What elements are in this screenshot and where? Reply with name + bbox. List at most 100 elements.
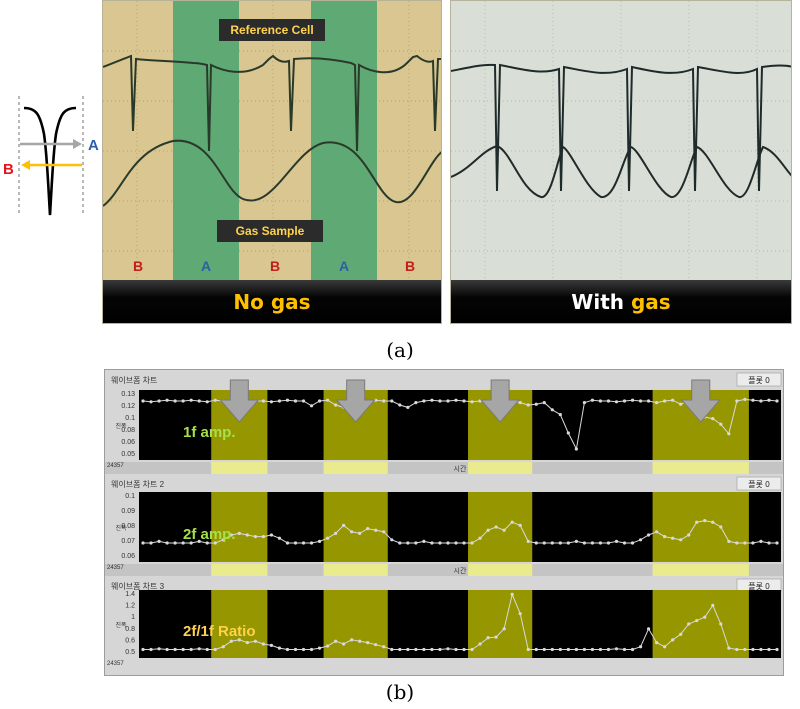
chart-title: 웨이브폼 차트 3: [111, 581, 165, 591]
separator-highlight: [211, 564, 268, 576]
data-point: [574, 447, 578, 451]
data-point: [719, 622, 723, 626]
data-point: [213, 541, 217, 545]
chart-separator: [105, 462, 783, 474]
reference-trace: [451, 63, 791, 192]
data-point: [759, 539, 763, 543]
down-arrow-icon: [335, 379, 376, 423]
data-point: [277, 536, 282, 540]
data-point: [374, 398, 378, 402]
separator-highlight: [323, 564, 388, 576]
data-point: [446, 399, 450, 403]
data-point: [719, 422, 723, 426]
data-point: [285, 398, 290, 402]
data-point: [622, 399, 627, 403]
data-point: [622, 647, 627, 652]
data-point: [663, 399, 667, 403]
data-point: [566, 431, 570, 435]
x-axis-label: 시간: [454, 464, 467, 473]
data-point: [462, 399, 466, 403]
data-point: [663, 535, 667, 539]
data-point: [309, 541, 314, 545]
band-label: A: [339, 258, 349, 274]
data-point: [374, 643, 378, 647]
y-tick-label: 1.2: [125, 603, 135, 610]
separator-highlight: [468, 462, 533, 474]
data-point: [646, 627, 651, 631]
y-tick-label: 0.1: [125, 493, 135, 500]
data-point: [614, 539, 619, 543]
plot-legend-button[interactable]: [736, 372, 782, 387]
data-point: [293, 399, 298, 403]
data-point: [598, 541, 603, 545]
data-point: [149, 541, 153, 545]
data-point: [606, 399, 611, 403]
data-point: [269, 400, 274, 404]
data-point: [229, 639, 233, 643]
absorption-dip-diagram: A B: [3, 96, 99, 216]
overlay-label: 2f amp.: [183, 526, 236, 543]
chart-title: 웨이브폼 차트 2: [111, 479, 165, 489]
data-point: [687, 533, 691, 537]
data-point: [398, 647, 402, 652]
data-point: [366, 527, 370, 531]
data-point: [406, 541, 410, 545]
y-tick-label: 1: [131, 614, 135, 621]
x-start-label: 24357: [107, 565, 124, 571]
with-label: With: [571, 289, 625, 314]
data-point: [454, 541, 458, 545]
data-point: [334, 531, 338, 535]
data-point: [197, 539, 201, 543]
data-point: [719, 525, 723, 529]
data-point: [205, 400, 209, 404]
data-point: [743, 541, 747, 545]
data-point: [213, 647, 217, 652]
data-point: [390, 647, 394, 652]
data-point: [494, 525, 498, 529]
data-point: [422, 647, 426, 652]
data-point: [711, 520, 715, 524]
chart-separator: [105, 564, 783, 576]
data-point: [141, 399, 145, 403]
data-point: [245, 533, 249, 537]
data-point: [574, 539, 578, 543]
data-point: [366, 641, 370, 645]
data-point: [518, 401, 522, 405]
data-point: [534, 647, 538, 652]
data-point: [173, 399, 177, 403]
data-point: [655, 401, 659, 405]
y-tick-label: 0.12: [121, 403, 135, 410]
data-point: [342, 523, 346, 527]
reference-cell-box: [219, 19, 325, 41]
data-point: [301, 399, 306, 403]
data-point: [173, 541, 177, 545]
data-point: [735, 541, 739, 545]
gas-highlight-band: [211, 590, 268, 658]
y-axis-label: 진폭: [115, 422, 127, 430]
data-point: [638, 399, 643, 403]
data-point: [438, 647, 442, 652]
data-point: [221, 645, 225, 649]
data-point: [775, 399, 779, 403]
data-point: [358, 639, 362, 643]
data-point: [181, 541, 185, 545]
band-label: B: [133, 258, 143, 274]
data-point: [646, 399, 651, 403]
data-point: [486, 636, 490, 640]
data-point: [534, 541, 538, 545]
plot-legend-button[interactable]: [736, 476, 782, 491]
y-tick-label: 0.1: [125, 415, 135, 422]
y-tick-label: 0.07: [121, 538, 135, 545]
data-point: [502, 627, 506, 631]
data-point: [165, 398, 169, 402]
band-label: B: [405, 258, 415, 274]
plot-legend-label: 플롯 0: [748, 582, 770, 591]
overlay-label: 1f amp.: [183, 424, 236, 441]
data-point: [189, 398, 193, 402]
sample-trace: [451, 144, 791, 198]
data-point: [759, 399, 763, 403]
data-point: [430, 647, 434, 652]
y-tick-label: 0.8: [125, 626, 135, 633]
separator-highlight: [652, 462, 749, 474]
